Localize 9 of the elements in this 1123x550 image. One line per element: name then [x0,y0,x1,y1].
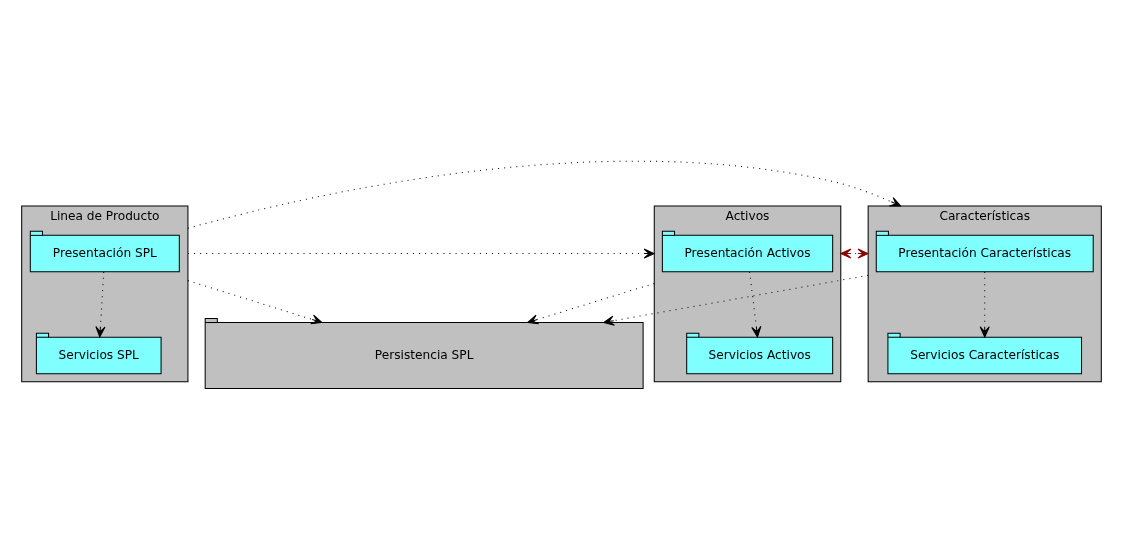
arrow [840,248,869,259]
arrow [187,279,323,324]
arrow [95,271,106,337]
arrow [187,160,902,229]
arrow [979,271,990,337]
arrow [187,248,655,259]
arrow [749,271,762,337]
arrow [527,282,655,324]
arrow [603,274,869,326]
